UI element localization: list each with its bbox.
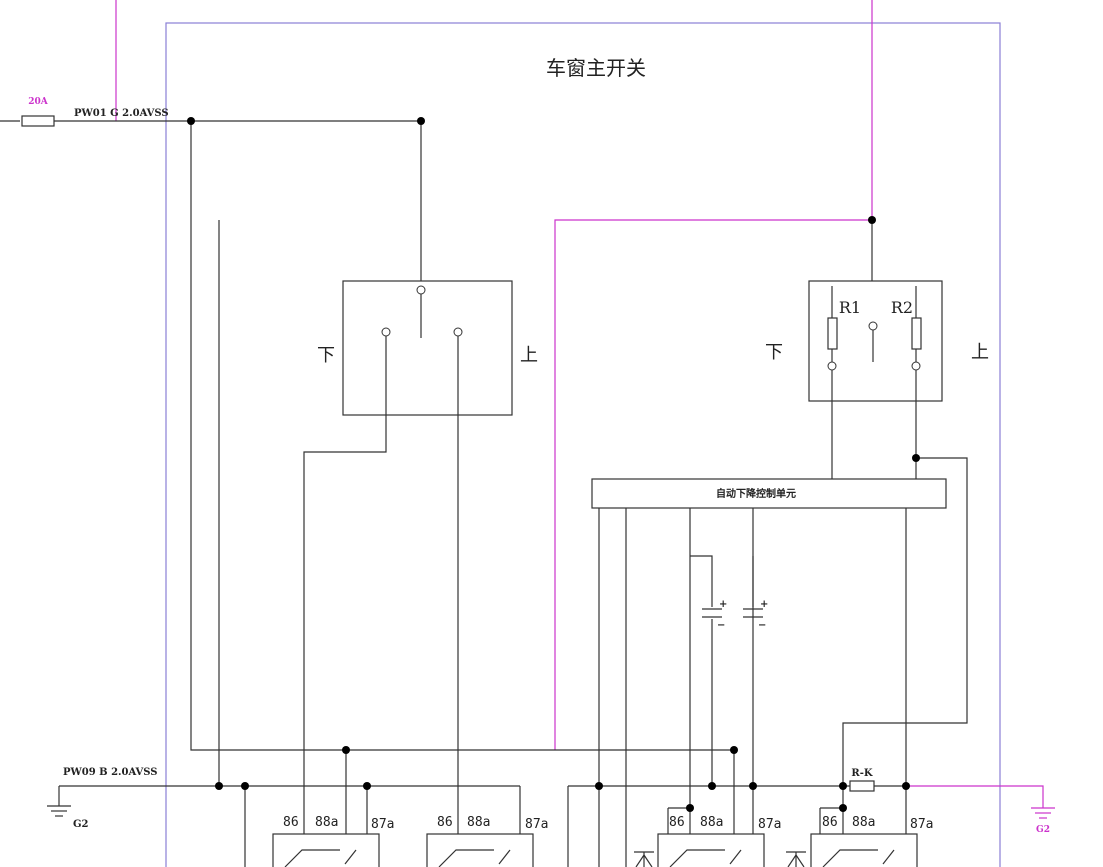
pink-wire-ground-right bbox=[907, 785, 1044, 808]
right-switch-up-label: 上 bbox=[971, 342, 989, 363]
relay-1-pin-87a: 87a bbox=[371, 817, 394, 832]
relay-4-pin-86: 86 bbox=[822, 815, 838, 830]
relay-3-pin-88a: 88a bbox=[700, 815, 723, 830]
cap-1-plus: + bbox=[719, 599, 727, 610]
cap-2-minus: − bbox=[758, 620, 766, 631]
wire-label-bottom: PW09 B 2.0AVSS bbox=[63, 767, 158, 778]
left-switch-common-node bbox=[416, 285, 426, 295]
relay-2-pin-87a: 87a bbox=[525, 817, 548, 832]
right-feedback-wire bbox=[842, 457, 968, 867]
resistor-rk-label: R-K bbox=[851, 768, 872, 779]
left-window-switch bbox=[342, 280, 513, 416]
wire-label-top: PW01 G 2.0AVSS bbox=[74, 108, 169, 119]
right-switch-common-node bbox=[868, 321, 878, 331]
ground-left-label: G2 bbox=[73, 819, 89, 830]
right-switch-down-label: 下 bbox=[765, 342, 783, 363]
relay-4-pin-88a: 88a bbox=[852, 815, 875, 830]
left-switch-down-node bbox=[381, 327, 391, 337]
relay-3-pin-86: 86 bbox=[669, 815, 685, 830]
ground-right-label: G2 bbox=[1036, 825, 1050, 835]
relay-3 bbox=[657, 833, 765, 867]
resistor-r2-label: R2 bbox=[891, 298, 913, 317]
relay-2-pin-88a: 88a bbox=[467, 815, 490, 830]
relay-1-pin-86: 86 bbox=[283, 815, 299, 830]
resistor-r2 bbox=[911, 317, 922, 350]
resistor-rk bbox=[849, 780, 875, 792]
resistor-r1-label: R1 bbox=[839, 298, 861, 317]
left-switch-up-node bbox=[453, 327, 463, 337]
left-switch-up-label: 上 bbox=[520, 345, 538, 366]
fuse bbox=[21, 115, 55, 127]
cap-1-minus: − bbox=[717, 620, 725, 631]
right-switch-up-node bbox=[911, 361, 921, 371]
relay-2 bbox=[426, 833, 534, 867]
junction-dots bbox=[187, 117, 920, 812]
relay-3-pin-87a: 87a bbox=[758, 817, 781, 832]
diode-3 bbox=[634, 851, 654, 867]
left-switch-down-wire bbox=[303, 336, 387, 867]
right-switch-down-node bbox=[827, 361, 837, 371]
resistor-r1 bbox=[827, 317, 838, 350]
control-unit-label: 自动下降控制单元 bbox=[716, 487, 796, 500]
relay-1-pin-88a: 88a bbox=[315, 815, 338, 830]
cap-1-wire bbox=[690, 555, 713, 607]
left-switch-down-label: 下 bbox=[317, 345, 335, 366]
diagram-title: 车窗主开关 bbox=[546, 56, 646, 80]
pink-wire-right-top bbox=[554, 0, 873, 750]
diode-4 bbox=[786, 851, 806, 867]
cap-2-plus: + bbox=[760, 599, 768, 610]
relay-1 bbox=[272, 833, 380, 867]
relay-4 bbox=[810, 833, 918, 867]
relay-4-pin-87a: 87a bbox=[910, 817, 933, 832]
relay-2-pin-86: 86 bbox=[437, 815, 453, 830]
main-switch-enclosure bbox=[165, 22, 1001, 867]
auto-down-control-unit bbox=[591, 478, 947, 509]
fuse-label: 20A bbox=[28, 97, 49, 107]
left-rail-a bbox=[190, 121, 734, 751]
